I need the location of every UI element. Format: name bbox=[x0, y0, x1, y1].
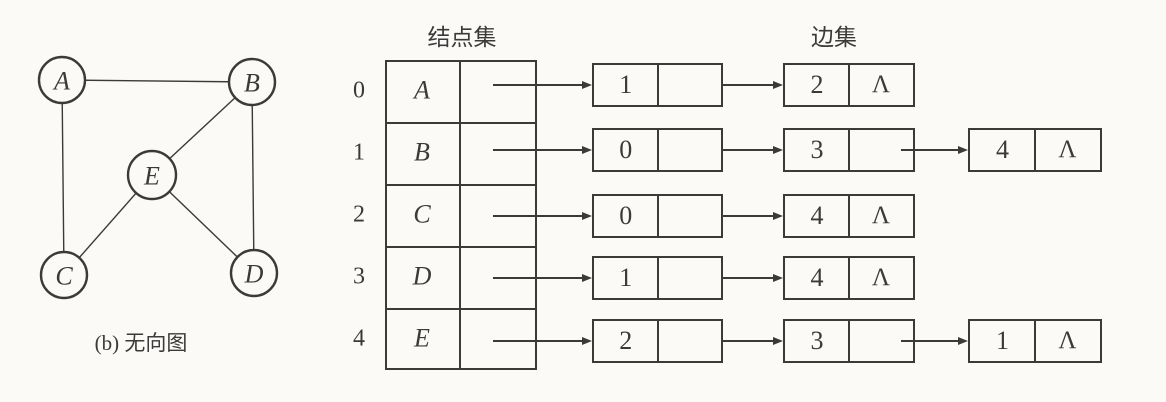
table-row-divider bbox=[387, 246, 535, 248]
row-index: 2 bbox=[353, 201, 365, 228]
edge-node: 0 bbox=[592, 128, 723, 172]
pointer-arrow-head-0 bbox=[493, 84, 582, 86]
vertex-label: A bbox=[414, 75, 430, 105]
edge-node-divider bbox=[1034, 321, 1036, 361]
pointer-arrow-head-1 bbox=[493, 149, 582, 151]
null-pointer-symbol: Λ bbox=[871, 202, 891, 229]
edge-vertex-index: 2 bbox=[619, 326, 633, 355]
vertex-label: E bbox=[414, 323, 430, 353]
undirected-graph-figure: A B C D E bbox=[37, 55, 279, 300]
node-set-header: 结点集 bbox=[427, 25, 497, 50]
vertex-label: C bbox=[413, 199, 431, 229]
edge-vertex-index: 1 bbox=[996, 326, 1009, 355]
pointer-arrow-head-3 bbox=[493, 277, 582, 279]
edge-node-divider bbox=[656, 130, 659, 170]
graph-node-circle-A bbox=[37, 55, 87, 105]
edge-node-divider bbox=[1034, 130, 1036, 170]
edge-vertex-index: 0 bbox=[619, 201, 633, 230]
edge-node-divider bbox=[848, 258, 850, 298]
pointer-arrow-head-2 bbox=[493, 215, 582, 217]
pointer-arrow-next-1-1 bbox=[723, 149, 773, 151]
edge-vertex-index: 4 bbox=[810, 201, 824, 230]
pointer-arrow-next-1-2 bbox=[901, 149, 958, 151]
edge-set-header: 边集 bbox=[811, 25, 857, 50]
edge-node: 3 bbox=[783, 128, 915, 172]
edge-node-divider bbox=[848, 196, 850, 236]
edge-vertex-index: 3 bbox=[810, 326, 824, 355]
graph-edge-A-C bbox=[61, 79, 65, 276]
edge-node: 3 bbox=[783, 319, 915, 363]
edge-node-divider bbox=[848, 130, 850, 170]
table-row-divider bbox=[387, 184, 535, 186]
vertex-label: B bbox=[414, 137, 430, 167]
table-column-divider bbox=[459, 62, 461, 368]
edge-node: 2 bbox=[592, 319, 723, 363]
edge-vertex-index: 1 bbox=[619, 263, 633, 292]
table-row-divider bbox=[387, 122, 535, 124]
edge-node-divider bbox=[656, 65, 659, 105]
graph-node-circle-C bbox=[39, 250, 89, 300]
null-pointer-symbol: Λ bbox=[871, 264, 891, 291]
edge-node: 1 bbox=[592, 256, 723, 300]
pointer-arrow-next-3-1 bbox=[723, 277, 773, 279]
graph-node-label-A: A bbox=[52, 67, 70, 96]
graph-node-circle-B bbox=[227, 57, 277, 107]
edge-vertex-index: 1 bbox=[619, 70, 633, 99]
edge-node-divider bbox=[848, 65, 850, 105]
graph-node-label-C: C bbox=[55, 262, 73, 291]
row-index: 1 bbox=[353, 139, 365, 166]
null-pointer-symbol: Λ bbox=[871, 71, 891, 98]
graph-caption: (b) 无向图 bbox=[94, 331, 188, 355]
pointer-arrow-next-4-2 bbox=[901, 340, 958, 342]
edge-vertex-index: 2 bbox=[810, 70, 824, 99]
edge-node-divider bbox=[656, 258, 659, 298]
graph-edge-A-B bbox=[61, 79, 253, 83]
table-row-divider bbox=[387, 308, 535, 310]
row-index: 4 bbox=[353, 325, 365, 352]
edge-vertex-index: 4 bbox=[996, 135, 1009, 164]
edge-node: 1 bbox=[592, 63, 723, 107]
edge-vertex-index: 4 bbox=[810, 263, 824, 292]
edge-node-divider bbox=[848, 321, 850, 361]
edge-node-divider bbox=[656, 321, 659, 361]
pointer-arrow-next-0-1 bbox=[723, 84, 773, 86]
row-index: 3 bbox=[353, 263, 365, 290]
edge-node-divider bbox=[656, 196, 659, 236]
edge-vertex-index: 3 bbox=[810, 135, 824, 164]
pointer-arrow-next-2-1 bbox=[723, 215, 773, 217]
graph-edge-B-D bbox=[251, 81, 255, 274]
row-index: 0 bbox=[353, 77, 365, 104]
edge-node: 0 bbox=[592, 194, 723, 238]
edge-vertex-index: 0 bbox=[619, 135, 633, 164]
null-pointer-symbol: Λ bbox=[1058, 327, 1077, 354]
null-pointer-symbol: Λ bbox=[1058, 136, 1077, 163]
graph-node-circle-E bbox=[126, 149, 178, 201]
graph-node-label-E: E bbox=[143, 162, 160, 191]
pointer-arrow-next-4-1 bbox=[723, 340, 773, 342]
graph-node-label-B: B bbox=[244, 69, 260, 98]
pointer-arrow-head-4 bbox=[493, 340, 582, 342]
graph-node-circle-D bbox=[229, 248, 279, 298]
graph-node-label-D: D bbox=[244, 260, 264, 289]
vertex-label: D bbox=[412, 261, 432, 291]
